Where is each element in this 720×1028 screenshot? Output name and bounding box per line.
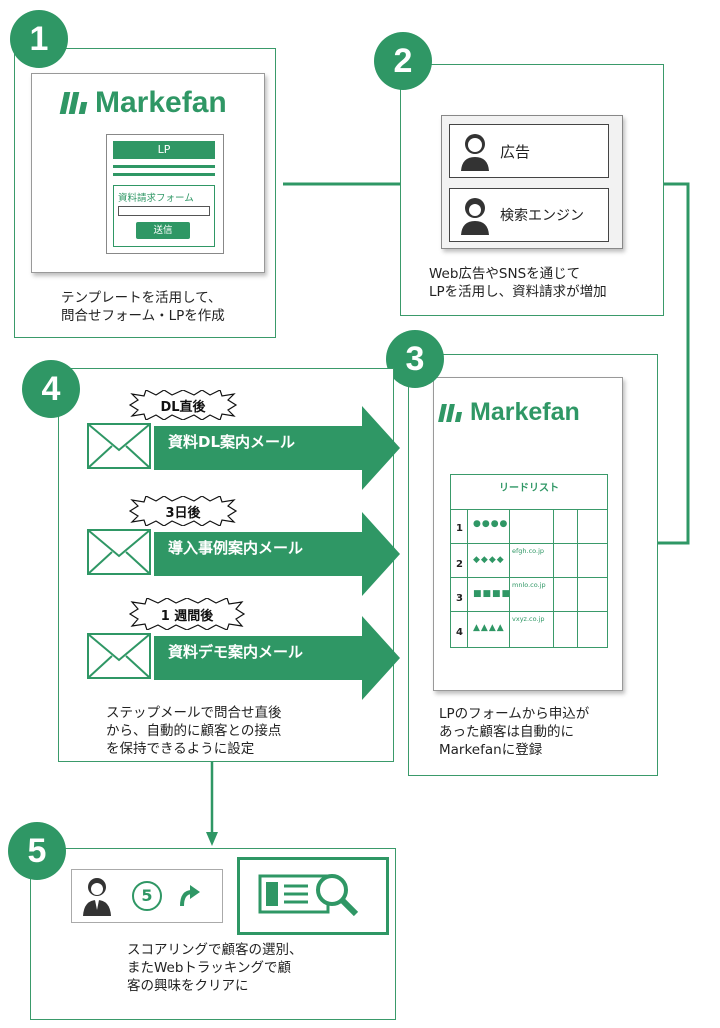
person-icon — [461, 198, 489, 235]
step2-panel: 広告 検索エンジン Web広告やSNSを通じて LPを活用し、資料請求が増加 — [400, 64, 664, 316]
ad-channel-search: 検索エンジン — [449, 188, 609, 242]
step-mail-row-1: 資料DL案内メール DL直後 — [84, 390, 400, 490]
step4-caption-line3: を保持できるように設定 — [106, 741, 255, 757]
lead-row-domain: vxyz.co.jp — [512, 615, 545, 623]
ad-channel-search-label: 検索エンジン — [500, 208, 584, 224]
person-icon — [461, 134, 489, 171]
timing-label: 1 週間後 — [160, 609, 214, 624]
step-mail-row-2: 導入事例案内メール 3日後 — [84, 496, 400, 596]
step2-caption: Web広告やSNSを通じて LPを活用し、資料請求が増加 — [429, 265, 607, 301]
lp-mock-frame: Markefan LP 資料請求フォーム 送信 — [31, 73, 265, 273]
lp-header-bar: LP — [113, 141, 215, 159]
step3-number: 3 — [405, 340, 425, 378]
markefan-logo-text: Markefan — [470, 398, 580, 426]
step3-caption-line3: Markefanに登録 — [439, 742, 543, 758]
markefan-logo-mark-icon — [438, 403, 464, 422]
step5-number: 5 — [27, 832, 47, 870]
mail-arrow-shape — [87, 616, 400, 700]
score-circle-icon: 5 — [132, 881, 162, 911]
step1-panel: Markefan LP 資料請求フォーム 送信 テンプレートを活用して、 問合せ… — [14, 48, 276, 338]
lead-row-mask: ▲▲▲▲ — [473, 623, 505, 633]
ad-channels-card: 広告 検索エンジン — [441, 115, 623, 249]
scoring-box: 5 — [71, 869, 223, 923]
step2-number-badge: 2 — [374, 32, 432, 90]
step3-caption: LPのフォームから申込が あった顧客は自動的に Markefanに登録 — [439, 705, 589, 759]
step5-caption-line3: 客の興味をクリアに — [127, 978, 249, 994]
markefan-logo-mark-icon — [59, 92, 89, 114]
step3-number-badge: 3 — [386, 330, 444, 388]
step1-number-badge: 1 — [10, 10, 68, 68]
step5-caption: スコアリングで顧客の選別、 またWebトラッキングで顧 客の興味をクリアに — [127, 941, 303, 995]
step1-caption: テンプレートを活用して、 問合せフォーム・LPを作成 — [61, 289, 225, 325]
markefan-logo: Markefan — [438, 398, 580, 427]
step3-caption-line1: LPのフォームから申込が — [439, 706, 590, 722]
up-arrow-icon — [180, 885, 200, 907]
timing-burst: 1 週間後 — [124, 598, 250, 630]
lead-row-num: 4 — [456, 627, 463, 638]
step2-number: 2 — [393, 42, 413, 80]
mail-arrow-shape — [87, 406, 400, 490]
web-tracking-box — [237, 857, 389, 935]
step4-caption-line2: から、自動的に顧客との接点 — [106, 723, 282, 739]
step3-panel: Markefan リードリスト 1 ●●●● 2 ◆◆◆◆ efgh.co.jp… — [408, 354, 658, 776]
markefan-logo: Markefan — [59, 86, 227, 120]
lead-list-table: リードリスト 1 ●●●● 2 ◆◆◆◆ efgh.co.jp 3 ■■■■ m… — [450, 474, 608, 648]
lp-page-mock: LP 資料請求フォーム 送信 — [106, 134, 224, 254]
step4-caption: ステップメールで問合せ直後 から、自動的に顧客との接点 を保持できるように設定 — [106, 704, 282, 758]
lp-header-label: LP — [157, 143, 171, 156]
step5-number-badge: 5 — [8, 822, 66, 880]
step4-caption-line1: ステップメールで問合せ直後 — [106, 705, 282, 721]
lp-text-line — [113, 165, 215, 168]
lp-text-line — [113, 173, 215, 176]
step1-caption-line1: テンプレートを活用して、 — [61, 290, 222, 306]
lead-row-mask: ●●●● — [473, 519, 509, 529]
step-mail-label: 資料DL案内メール — [168, 433, 296, 451]
ad-channel-ads-label: 広告 — [500, 142, 531, 161]
person-suit-icon — [83, 878, 111, 916]
score-value: 5 — [141, 886, 153, 905]
step5-panel: 5 スコアリングで顧客の選別、 またWebトラッキングで顧 客の興味をクリアに — [30, 848, 396, 1020]
lead-row-mask: ■■■■ — [473, 589, 512, 599]
lp-form-box: 資料請求フォーム 送信 — [113, 185, 215, 247]
step5-caption-line1: スコアリングで顧客の選別、 — [127, 942, 303, 958]
lead-row-num: 1 — [456, 523, 463, 534]
connector-4-5-head — [206, 832, 218, 846]
lp-submit-button[interactable]: 送信 — [136, 222, 190, 239]
lead-row-num: 2 — [456, 559, 463, 570]
magnifier-card-icon — [258, 874, 359, 917]
timing-label: DL直後 — [160, 400, 206, 415]
step5-caption-line2: またWebトラッキングで顧 — [127, 960, 292, 976]
lead-row-domain: efgh.co.jp — [512, 547, 545, 555]
step-mail-label: 導入事例案内メール — [168, 539, 304, 557]
step2-caption-line2: LPを活用し、資料請求が増加 — [429, 284, 607, 300]
step1-caption-line2: 問合せフォーム・LPを作成 — [61, 308, 225, 324]
step-mail-row-3: 資料デモ案内メール 1 週間後 — [84, 598, 400, 700]
step2-caption-line1: Web広告やSNSを通じて — [429, 266, 581, 282]
markefan-app-frame: Markefan リードリスト 1 ●●●● 2 ◆◆◆◆ efgh.co.jp… — [433, 377, 623, 691]
lead-list-title: リードリスト — [499, 483, 559, 494]
step1-number: 1 — [29, 20, 49, 58]
lead-row-num: 3 — [456, 593, 463, 604]
markefan-logo-text: Markefan — [95, 86, 227, 119]
step4-number-badge: 4 — [22, 360, 80, 418]
lead-row-mask: ◆◆◆◆ — [473, 555, 505, 565]
lp-form-input[interactable] — [118, 206, 210, 216]
mail-arrow-shape — [87, 512, 400, 596]
step-mail-label: 資料デモ案内メール — [168, 643, 304, 661]
step4-number: 4 — [41, 370, 61, 408]
lp-form-title: 資料請求フォーム — [118, 193, 194, 204]
lp-submit-label: 送信 — [153, 225, 173, 236]
timing-burst: 3日後 — [124, 496, 242, 526]
step3-caption-line2: あった顧客は自動的に — [439, 724, 574, 740]
timing-burst: DL直後 — [124, 390, 242, 420]
timing-label: 3日後 — [165, 506, 201, 521]
ad-channel-ads: 広告 — [449, 124, 609, 178]
lead-row-domain: mnlo.co.jp — [512, 581, 546, 589]
